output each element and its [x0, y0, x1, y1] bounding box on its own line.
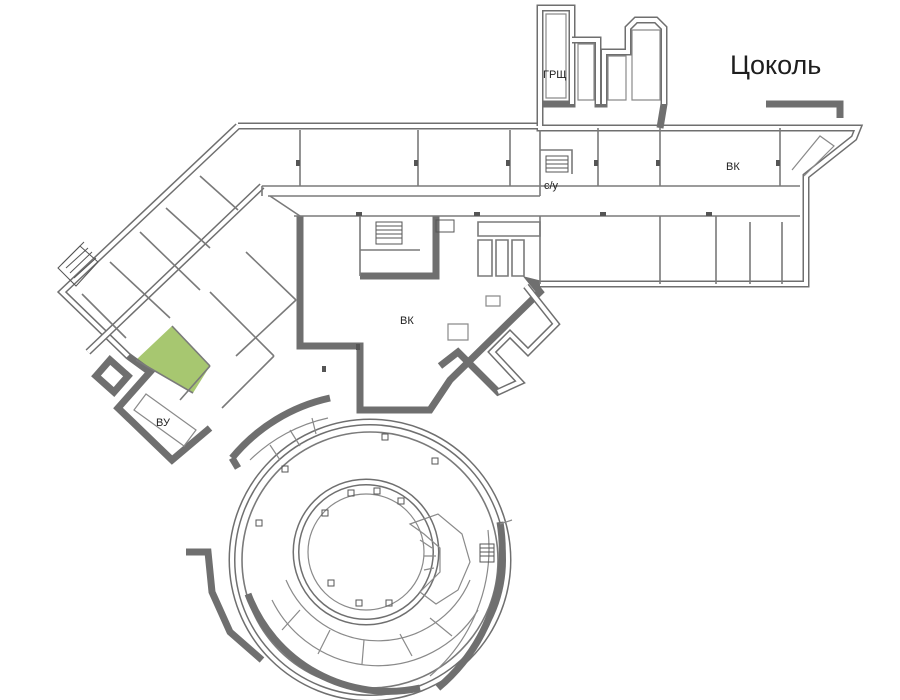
highlighted-unit[interactable]	[136, 326, 210, 393]
room-label-grsch: ГРЩ	[543, 69, 567, 81]
room-label-wc: с/у	[544, 180, 559, 192]
rotunda	[186, 394, 513, 700]
floor-title: Цоколь	[730, 50, 821, 80]
partitions	[57, 128, 800, 409]
room-label-vk-center: ВК	[400, 315, 414, 327]
room-label-vu: ВУ	[156, 417, 171, 429]
room-label-vk-east: ВК	[726, 161, 740, 173]
